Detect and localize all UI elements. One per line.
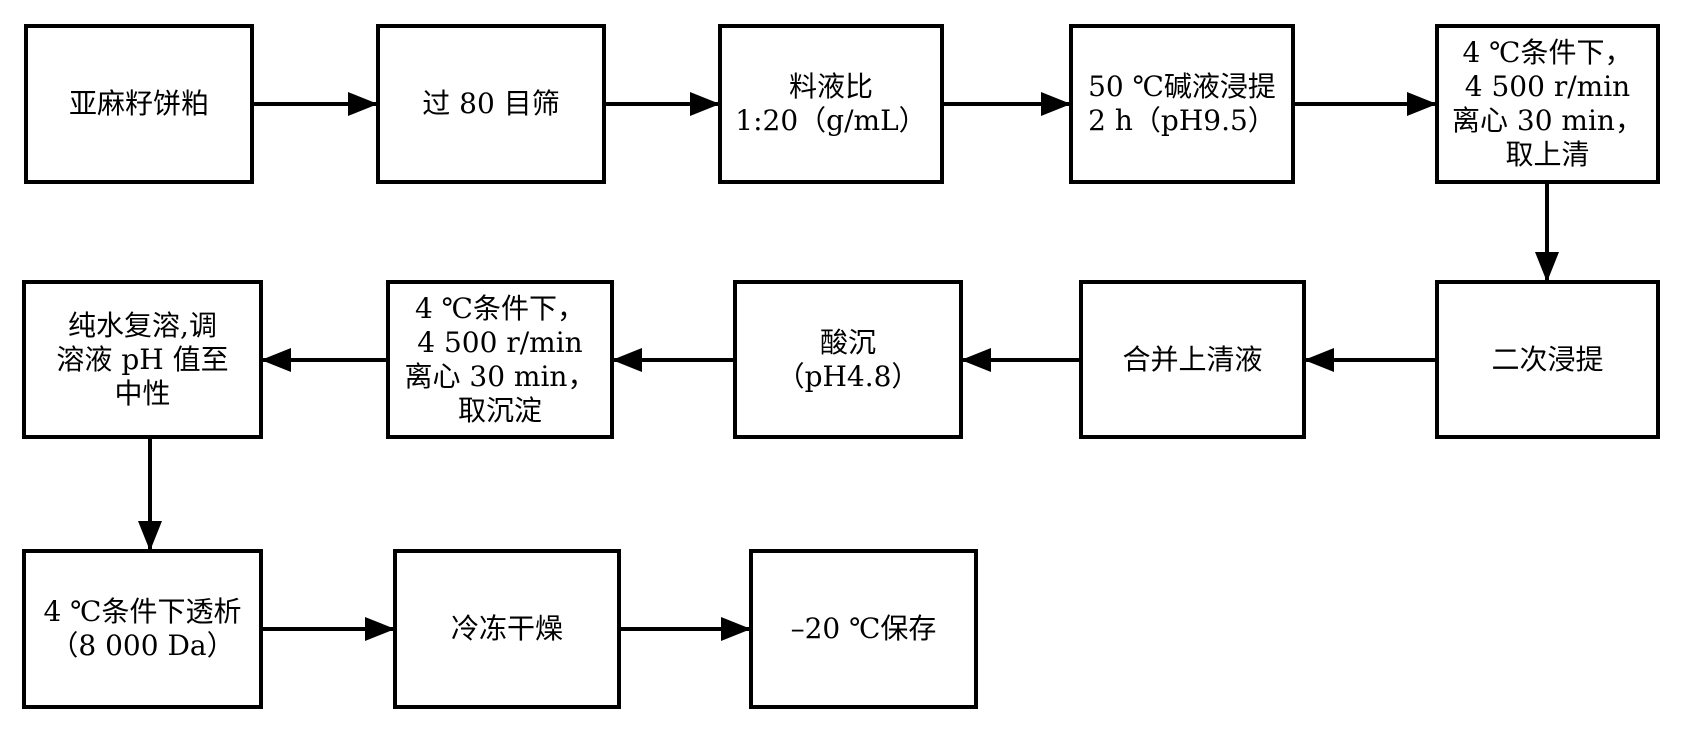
- step-acid-precipitation: 酸沉 （pH4.8）: [733, 280, 963, 439]
- step-text: （8 000 Da）: [50, 629, 235, 662]
- step-text: 离心 30 min，: [404, 359, 596, 393]
- step-text: –20 ℃保存: [790, 612, 937, 645]
- step-text: 溶液 pH 值至: [56, 342, 229, 376]
- step-text: 纯水复溶,调: [68, 308, 217, 342]
- step-text: 4 ℃条件下透析: [43, 595, 242, 628]
- step-text: 4 ℃条件下，: [1462, 36, 1633, 69]
- step-centrifuge-supernatant: 4 ℃条件下， 4 500 r/min 离心 30 min， 取上清: [1435, 24, 1660, 184]
- step-combine-supernatant: 合并上清液: [1079, 280, 1306, 439]
- step-second-extraction: 二次浸提: [1435, 280, 1660, 439]
- step-text: 二次浸提: [1491, 342, 1604, 376]
- step-text: 取沉淀: [457, 393, 542, 427]
- step-alkaline-extraction: 50 ℃碱液浸提 2 h（pH9.5）: [1069, 24, 1295, 184]
- step-redissolve-neutralize: 纯水复溶,调 溶液 pH 值至 中性: [22, 280, 263, 439]
- step-storage: –20 ℃保存: [749, 549, 978, 709]
- step-text: 料液比: [788, 70, 873, 103]
- step-text: 冷冻干燥: [450, 612, 563, 645]
- step-text: 中性: [114, 376, 171, 410]
- step-text: 酸沉: [819, 325, 876, 359]
- step-dialysis: 4 ℃条件下透析 （8 000 Da）: [22, 549, 263, 709]
- step-text: 取上清: [1505, 138, 1590, 171]
- step-text: 4 500 r/min: [1464, 70, 1631, 103]
- step-linseed-cake: 亚麻籽饼粕: [24, 24, 254, 184]
- step-text: 2 h（pH9.5）: [1088, 104, 1276, 137]
- step-text: 亚麻籽饼粕: [68, 87, 209, 120]
- step-text: 离心 30 min，: [1452, 104, 1643, 137]
- step-text: （pH4.8）: [776, 359, 920, 393]
- step-text: 4 500 r/min: [417, 325, 583, 359]
- step-text: 过 80 目筛: [422, 87, 560, 120]
- step-sieve: 过 80 目筛: [376, 24, 606, 184]
- step-freeze-drying: 冷冻干燥: [393, 549, 621, 709]
- step-text: 4 ℃条件下，: [414, 291, 586, 325]
- step-centrifuge-precipitate: 4 ℃条件下， 4 500 r/min 离心 30 min， 取沉淀: [386, 280, 614, 439]
- step-solid-liquid-ratio: 料液比 1:20（g/mL）: [718, 24, 944, 184]
- step-text: 1:20（g/mL）: [735, 104, 927, 137]
- step-text: 50 ℃碱液浸提: [1088, 70, 1276, 103]
- step-text: 合并上清液: [1122, 342, 1263, 376]
